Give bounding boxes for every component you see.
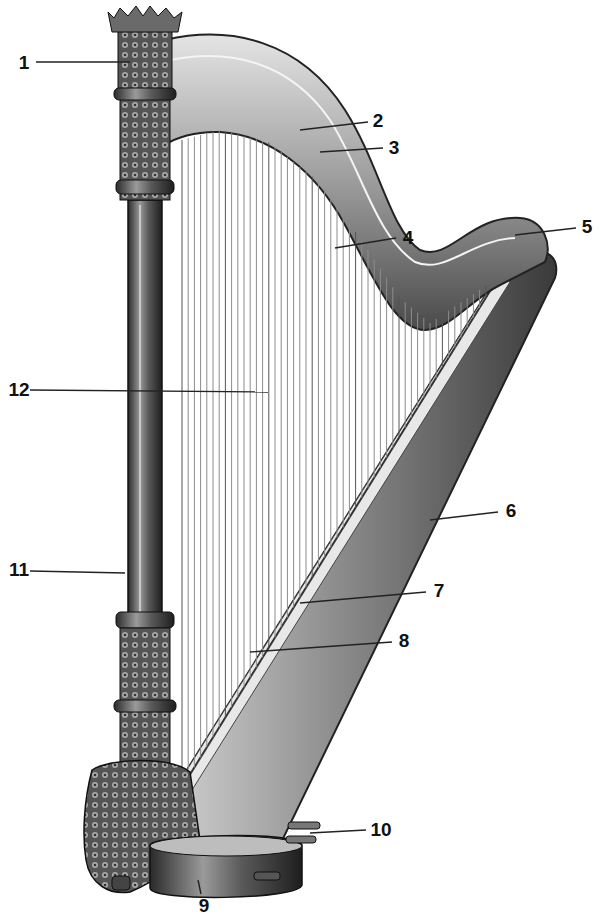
harp-string bbox=[479, 290, 480, 308]
callout-number: 8 bbox=[399, 631, 410, 650]
harp-string bbox=[374, 259, 375, 477]
harp-string bbox=[399, 297, 400, 438]
harp-string bbox=[467, 298, 468, 328]
harp-string bbox=[312, 177, 313, 578]
harp-string bbox=[182, 140, 183, 787]
callout-number: 7 bbox=[434, 581, 445, 600]
harp-string bbox=[461, 302, 462, 337]
harp-string bbox=[436, 319, 437, 378]
callout-number: 12 bbox=[8, 380, 29, 399]
harp-string bbox=[343, 215, 344, 528]
harp-string bbox=[324, 189, 325, 557]
harp-string bbox=[361, 241, 362, 498]
harp-string bbox=[293, 162, 294, 608]
harp-string bbox=[386, 278, 387, 458]
harp-string bbox=[256, 139, 257, 667]
column-shaft bbox=[128, 200, 162, 620]
pedal bbox=[112, 876, 130, 890]
harp-string bbox=[213, 132, 214, 738]
harp-string bbox=[411, 308, 412, 418]
callout-number: 10 bbox=[370, 820, 391, 839]
harp-string bbox=[380, 269, 381, 468]
harp-string bbox=[287, 157, 288, 618]
harp-string bbox=[349, 223, 350, 517]
harp-string bbox=[244, 136, 245, 687]
harp-string bbox=[448, 311, 449, 358]
callout-number: 11 bbox=[9, 560, 29, 579]
pedestal bbox=[150, 836, 302, 898]
harp-string bbox=[355, 232, 356, 508]
harp-string bbox=[318, 182, 319, 568]
harp-string bbox=[237, 135, 238, 698]
leader-lines bbox=[30, 62, 576, 894]
callout-number: 4 bbox=[403, 228, 414, 247]
callout-number: 5 bbox=[582, 217, 593, 236]
harp-string bbox=[368, 250, 369, 488]
harp-string bbox=[485, 286, 486, 298]
pedal bbox=[254, 872, 280, 880]
harp-string bbox=[281, 152, 282, 628]
neck bbox=[165, 35, 548, 330]
harp-string bbox=[188, 138, 189, 777]
harp-string bbox=[299, 167, 300, 598]
pedal bbox=[286, 836, 316, 843]
callout-number: 3 bbox=[389, 138, 400, 157]
harp-string bbox=[442, 315, 443, 368]
harp-string bbox=[231, 133, 232, 707]
harp-string bbox=[423, 318, 424, 398]
harp-string bbox=[392, 287, 393, 447]
neck-highlight bbox=[170, 56, 515, 265]
harp-string bbox=[194, 137, 195, 768]
callout-number: 1 bbox=[19, 53, 30, 72]
harp-string bbox=[250, 138, 251, 678]
crown bbox=[108, 6, 182, 32]
callout-number: 9 bbox=[199, 896, 210, 915]
harp-string bbox=[225, 131, 226, 717]
harp-string bbox=[219, 130, 220, 727]
harp-string bbox=[275, 147, 276, 637]
harp-string bbox=[330, 198, 331, 548]
string-rib bbox=[176, 283, 495, 797]
harp-string bbox=[405, 302, 406, 427]
strings bbox=[182, 130, 486, 787]
harp-string bbox=[473, 294, 474, 318]
pedal bbox=[288, 822, 320, 829]
callout-number: 6 bbox=[506, 501, 517, 520]
callout-number: 2 bbox=[373, 111, 384, 130]
harp-string bbox=[268, 143, 269, 648]
harp-string bbox=[262, 141, 263, 657]
harp-string bbox=[430, 323, 431, 388]
harp-string bbox=[206, 133, 207, 747]
column-base-ornament bbox=[120, 628, 170, 763]
harp-string bbox=[417, 313, 418, 408]
harp-string bbox=[454, 306, 455, 347]
harp-string bbox=[337, 206, 338, 537]
harp-string bbox=[306, 172, 307, 588]
harp-string bbox=[200, 135, 201, 757]
